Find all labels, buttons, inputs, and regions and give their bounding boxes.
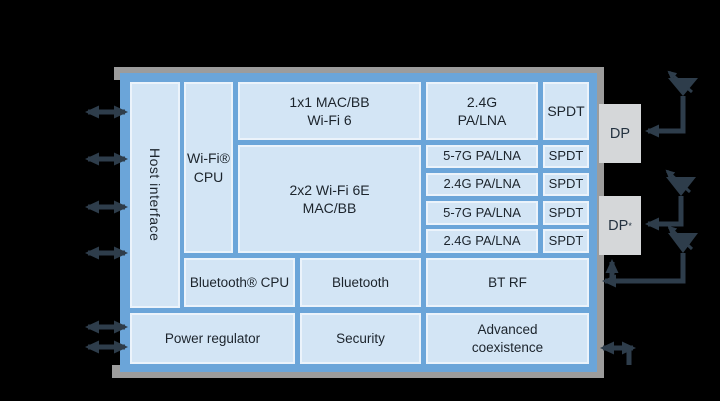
block-24g-palna-3: 2.4G PA/LNA xyxy=(426,229,538,253)
block-spdt-1: SPDT xyxy=(543,82,589,140)
dp-label: DP xyxy=(608,217,629,234)
soc-main-block: Host interface Wi-Fi® CPU 1x1 MAC/BB Wi-… xyxy=(120,73,597,372)
antenna2-to-dp2-line xyxy=(645,196,684,231)
block-bluetooth-cpu: Bluetooth® CPU xyxy=(184,258,295,307)
antenna-arrow-icon xyxy=(667,225,694,251)
block-spdt-2: SPDT xyxy=(543,145,589,168)
block-dp-1: DP xyxy=(599,104,641,163)
bluetooth-label: Bluetooth xyxy=(331,274,390,290)
57g-palna-label: 5-7G PA/LNA xyxy=(443,148,521,164)
antenna-icon xyxy=(668,78,698,96)
block-bt-rf: BT RF xyxy=(426,258,589,307)
block-security: Security xyxy=(300,313,421,364)
spdt-label: SPDT xyxy=(548,148,584,164)
block-57g-palna-2: 5-7G PA/LNA xyxy=(426,201,538,225)
antenna3-to-btrf-line xyxy=(602,253,686,288)
antenna-icon xyxy=(668,233,698,253)
power-regulator-label: Power regulator xyxy=(164,330,261,346)
block-spdt-3: SPDT xyxy=(543,173,589,196)
block-bluetooth: Bluetooth xyxy=(300,258,421,307)
host-interface-label: Host interface xyxy=(147,148,164,242)
coexistence-arrows xyxy=(600,341,636,365)
antenna-arrow-icon xyxy=(667,70,693,94)
bt-rf-label: BT RF xyxy=(488,274,527,290)
57g-palna-label: 5-7G PA/LNA xyxy=(443,204,521,220)
security-label: Security xyxy=(336,330,385,346)
block-57g-palna-1: 5-7G PA/LNA xyxy=(426,145,538,168)
block-power-regulator: Power regulator xyxy=(130,313,295,364)
24g-palna-label: 2.4G PA/LNA xyxy=(443,232,521,248)
spdt-label: SPDT xyxy=(548,176,584,192)
dp-label: DP xyxy=(609,125,631,142)
block-wifi-cpu: Wi-Fi® CPU xyxy=(184,82,233,253)
block-24g-palna-main: 2.4G PA/LNA xyxy=(426,82,538,140)
spdt-label: SPDT xyxy=(547,102,585,119)
advanced-coexistence-label: Advanced coexistence xyxy=(471,321,544,355)
block-1x1-macbb: 1x1 MAC/BB Wi-Fi 6 xyxy=(238,82,421,140)
block-advanced-coexistence: Advanced coexistence xyxy=(426,313,589,364)
antenna-arrow-icon xyxy=(665,169,692,194)
block-24g-palna-2: 2.4G PA/LNA xyxy=(426,173,538,196)
24g-palna-label: 2.4G PA/LNA xyxy=(443,176,521,192)
block-2x2-macbb: 2x2 Wi-Fi 6E MAC/BB xyxy=(238,145,421,253)
antenna-icon xyxy=(666,177,696,196)
block-dp-2: DP* xyxy=(599,196,641,255)
wifi-cpu-label: Wi-Fi® CPU xyxy=(187,150,230,185)
spdt-label: SPDT xyxy=(548,232,584,248)
2x2-macbb-label: 2x2 Wi-Fi 6E MAC/BB xyxy=(289,181,370,216)
antenna-2 xyxy=(645,169,696,231)
antenna-1 xyxy=(645,70,698,138)
antenna1-to-dp-line xyxy=(645,96,686,138)
1x1-macbb-label: 1x1 MAC/BB Wi-Fi 6 xyxy=(289,93,370,128)
spdt-label: SPDT xyxy=(548,204,584,220)
block-spdt-5: SPDT xyxy=(543,229,589,253)
bluetooth-cpu-label: Bluetooth® CPU xyxy=(189,274,290,290)
block-spdt-4: SPDT xyxy=(543,201,589,225)
block-host-interface: Host interface xyxy=(130,82,180,308)
24g-palna-main-label: 2.4G PA/LNA xyxy=(457,93,507,128)
